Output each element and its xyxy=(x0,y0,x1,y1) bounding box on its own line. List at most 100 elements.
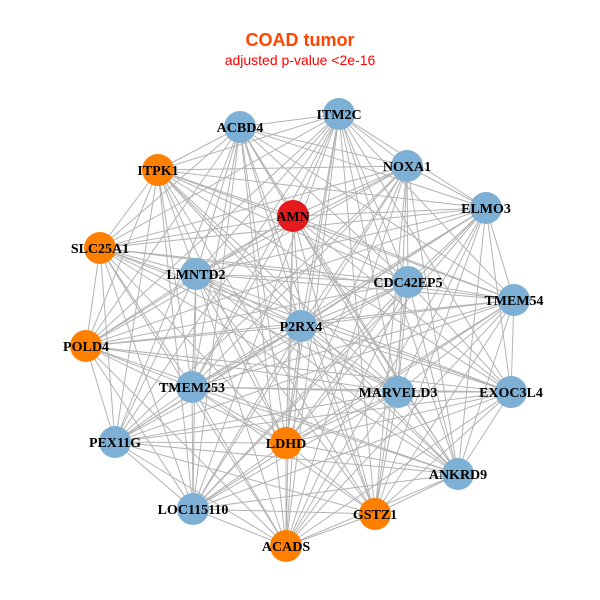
edge-AMN-ACADS xyxy=(285,215,294,547)
edge-PEX11G-ACADS xyxy=(114,441,287,547)
edge-P2RX4-POLD4 xyxy=(85,325,302,347)
edge-LMNTD2-LDHD xyxy=(195,273,287,444)
node-label: CDC42EP5 xyxy=(373,276,442,291)
node-TMEM253: TMEM253 xyxy=(159,371,225,403)
edge-LMNTD2-P2RX4 xyxy=(195,273,302,327)
edge-ELMO3-LOC115110 xyxy=(192,207,487,510)
edge-ACBD4-POLD4 xyxy=(85,126,241,347)
node-ITM2C: ITM2C xyxy=(316,98,362,130)
edge-TMEM253-LOC115110 xyxy=(191,386,194,510)
edge-SLC25A1-LMNTD2 xyxy=(99,247,197,275)
edge-LMNTD2-GSTZ1 xyxy=(195,273,376,515)
node-ACADS: ACADS xyxy=(262,530,310,562)
figure-subtitle: adjusted p-value <2e-16 xyxy=(224,52,376,68)
edge-ELMO3-TMEM253 xyxy=(191,207,487,388)
edge-ITPK1-TMEM253 xyxy=(157,169,193,388)
edge-ACBD4-NOXA1 xyxy=(239,126,408,167)
edge-P2RX4-MARVELD3 xyxy=(300,325,399,393)
edge-CDC42EP5-LOC115110 xyxy=(192,281,409,510)
edge-ACBD4-TMEM253 xyxy=(191,126,241,388)
node-circle xyxy=(359,498,391,530)
node-label: EXOC3L4 xyxy=(479,386,543,401)
edge-ACBD4-CDC42EP5 xyxy=(239,126,409,283)
edge-SLC25A1-POLD4 xyxy=(85,247,101,347)
edge-CDC42EP5-ANKRD9 xyxy=(407,281,459,475)
node-circle xyxy=(84,232,116,264)
edge-ELMO3-CDC42EP5 xyxy=(407,207,487,283)
edge-P2RX4-PEX11G xyxy=(114,325,302,443)
edge-LOC115110-GSTZ1 xyxy=(192,508,376,515)
edge-ITPK1-SLC25A1 xyxy=(99,169,159,249)
edge-CDC42EP5-POLD4 xyxy=(85,281,409,347)
edge-AMN-P2RX4 xyxy=(292,215,302,327)
edge-NOXA1-SLC25A1 xyxy=(99,165,408,249)
edge-LDHD-GSTZ1 xyxy=(285,442,376,515)
node-label: TMEM54 xyxy=(484,294,543,309)
edge-P2RX4-GSTZ1 xyxy=(300,325,376,515)
edge-ELMO3-GSTZ1 xyxy=(374,207,487,515)
node-P2RX4: P2RX4 xyxy=(280,310,322,342)
edge-ITM2C-ACBD4 xyxy=(239,113,340,128)
edge-NOXA1-POLD4 xyxy=(85,165,408,347)
edge-TMEM253-ACADS xyxy=(191,386,287,547)
edge-ITM2C-EXOC3L4 xyxy=(338,113,512,393)
edge-ITPK1-LMNTD2 xyxy=(157,169,197,275)
edge-POLD4-ACADS xyxy=(85,345,287,547)
figure-title: COAD tumor xyxy=(245,30,355,50)
edge-TMEM54-ACADS xyxy=(285,299,515,547)
edge-NOXA1-ACADS xyxy=(285,165,408,547)
edge-MARVELD3-ACADS xyxy=(285,391,399,547)
node-circle xyxy=(277,200,309,232)
edge-PEX11G-LOC115110 xyxy=(114,441,194,510)
edge-TMEM253-LDHD xyxy=(191,386,287,444)
edge-ITM2C-PEX11G xyxy=(114,113,340,443)
node-label: ITM2C xyxy=(316,108,361,123)
edge-ELMO3-ANKRD9 xyxy=(457,207,487,475)
edge-NOXA1-GSTZ1 xyxy=(374,165,408,515)
node-PEX11G: PEX11G xyxy=(89,426,141,458)
edge-POLD4-LOC115110 xyxy=(85,345,194,510)
edge-POLD4-EXOC3L4 xyxy=(85,345,512,393)
node-ACBD4: ACBD4 xyxy=(217,111,263,143)
node-circle xyxy=(176,371,208,403)
node-label: GSTZ1 xyxy=(353,508,397,523)
edge-EXOC3L4-GSTZ1 xyxy=(374,391,512,515)
edge-ITM2C-P2RX4 xyxy=(300,113,340,327)
edge-ITM2C-LMNTD2 xyxy=(195,113,340,275)
edge-ITM2C-AMN xyxy=(292,113,340,217)
edge-MARVELD3-LDHD xyxy=(285,391,399,444)
edge-MARVELD3-PEX11G xyxy=(114,391,399,443)
node-label: POLD4 xyxy=(63,340,109,355)
edge-PEX11G-LDHD xyxy=(114,441,287,444)
node-circle xyxy=(442,458,474,490)
edge-NOXA1-CDC42EP5 xyxy=(406,165,409,283)
node-label: ANKRD9 xyxy=(429,468,487,483)
edge-TMEM54-ANKRD9 xyxy=(457,299,515,475)
edge-ANKRD9-LOC115110 xyxy=(192,473,459,510)
edge-CDC42EP5-P2RX4 xyxy=(300,281,409,327)
edge-LMNTD2-POLD4 xyxy=(85,273,197,347)
node-circle xyxy=(224,111,256,143)
edge-CDC42EP5-TMEM54 xyxy=(407,281,515,301)
edge-CDC42EP5-MARVELD3 xyxy=(397,281,409,393)
edge-POLD4-PEX11G xyxy=(85,345,116,443)
edge-NOXA1-TMEM253 xyxy=(191,165,408,388)
node-ANKRD9: ANKRD9 xyxy=(429,458,487,490)
edge-P2RX4-LOC115110 xyxy=(192,325,302,510)
node-label: AMN xyxy=(276,210,309,225)
node-circle xyxy=(177,493,209,525)
edge-MARVELD3-GSTZ1 xyxy=(374,391,399,515)
edge-SLC25A1-ANKRD9 xyxy=(99,247,459,475)
edge-EXOC3L4-PEX11G xyxy=(114,391,512,443)
edge-ITM2C-TMEM54 xyxy=(338,113,515,301)
edge-MARVELD3-ANKRD9 xyxy=(397,391,459,475)
node-circle xyxy=(285,310,317,342)
edge-TMEM54-MARVELD3 xyxy=(397,299,515,393)
edge-POLD4-TMEM253 xyxy=(85,345,193,388)
node-CDC42EP5: CDC42EP5 xyxy=(373,266,443,298)
edge-ELMO3-ACADS xyxy=(285,207,487,547)
node-label: SLC25A1 xyxy=(71,242,129,257)
edge-P2RX4-TMEM253 xyxy=(191,325,302,388)
edge-LOC115110-ACADS xyxy=(192,508,287,547)
